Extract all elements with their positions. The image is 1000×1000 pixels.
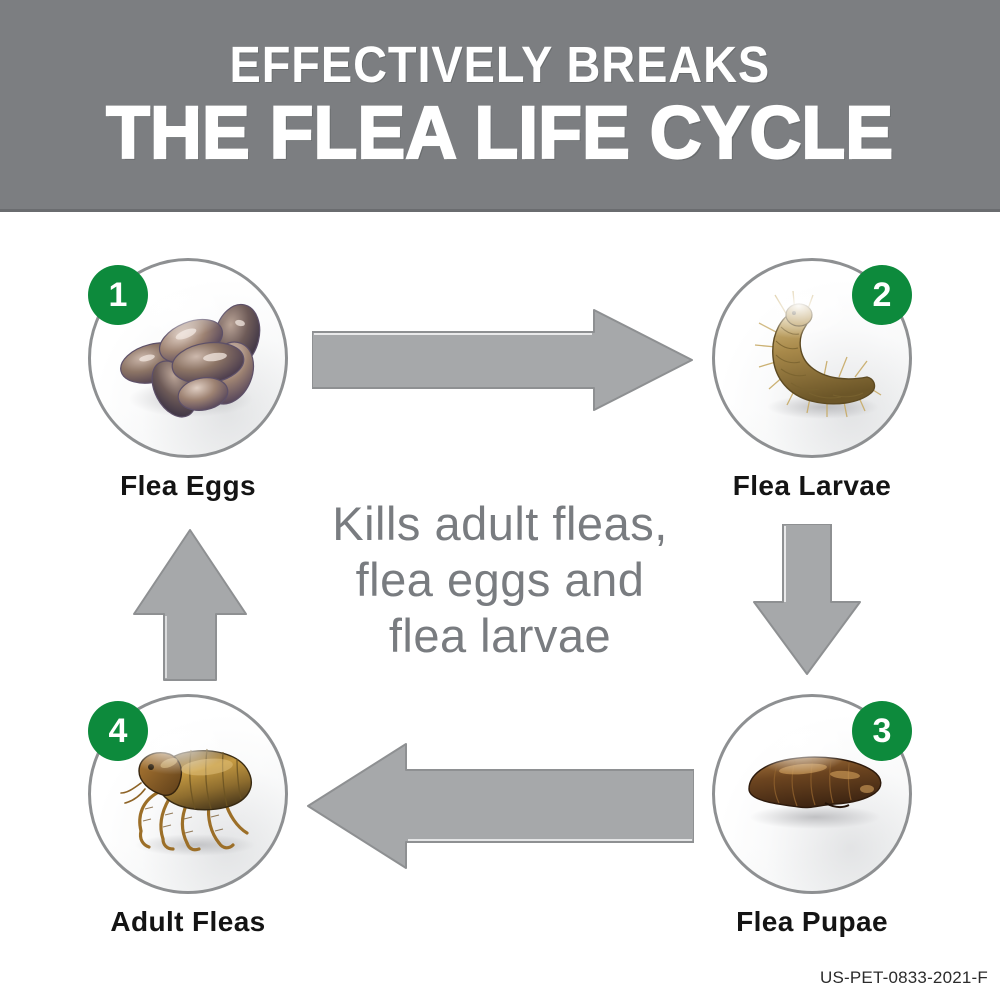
cycle-node-label-flea-pupae: Flea Pupae [736,906,888,937]
cycle-node-label-flea-eggs: Flea Eggs [120,470,256,501]
arrow-down-icon [752,523,862,676]
cycle-node-flea-larvae[interactable]: 2 Flea Larvae [712,258,912,501]
step-badge-1: 1 [88,265,148,325]
cycle-diagram: 1 Flea Eggs [0,212,1000,1000]
step-badge-1-number: 1 [108,276,128,314]
center-claim-line-2: flea eggs and [355,553,645,606]
header-banner: EFFECTIVELY BREAKS THE FLEA LIFE CYCLE [0,0,1000,212]
step-badge-3: 3 [852,701,912,761]
arrow-up-icon [132,528,248,682]
cycle-node-flea-eggs[interactable]: 1 Flea Eggs [88,258,288,501]
document-code: US-PET-0833-2021-F [819,968,988,987]
bubble-flea-eggs [88,258,288,458]
step-badge-2: 2 [852,265,912,325]
step-badge-4: 4 [88,701,148,761]
step-badge-3-number: 3 [872,712,892,750]
header-title-line-1: EFFECTIVELY BREAKS [229,36,771,93]
arrow-right-icon [311,308,694,412]
center-claim-text: Kills adult fleas, flea eggs and flea la… [250,496,750,664]
cycle-node-label-adult-fleas: Adult Fleas [110,906,266,937]
cycle-node-label-flea-larvae: Flea Larvae [732,470,892,501]
header-title-line-2: THE FLEA LIFE CYCLE [105,91,894,174]
step-badge-2-number: 2 [872,276,892,314]
center-claim-line-1: Kills adult fleas, [332,497,668,550]
cycle-node-adult-fleas[interactable]: 4 Adult Fleas [88,694,288,937]
center-claim-line-3: flea larvae [388,609,612,662]
arrow-left-icon [306,740,695,872]
cycle-node-flea-pupae[interactable]: 3 Flea Pupae [712,694,912,937]
adult-flea-photo [120,748,255,856]
flea-larva-photo [754,290,882,419]
step-badge-4-number: 4 [108,712,128,750]
flea-pupa-photo [748,756,882,829]
flea-eggs-photo [120,303,261,418]
